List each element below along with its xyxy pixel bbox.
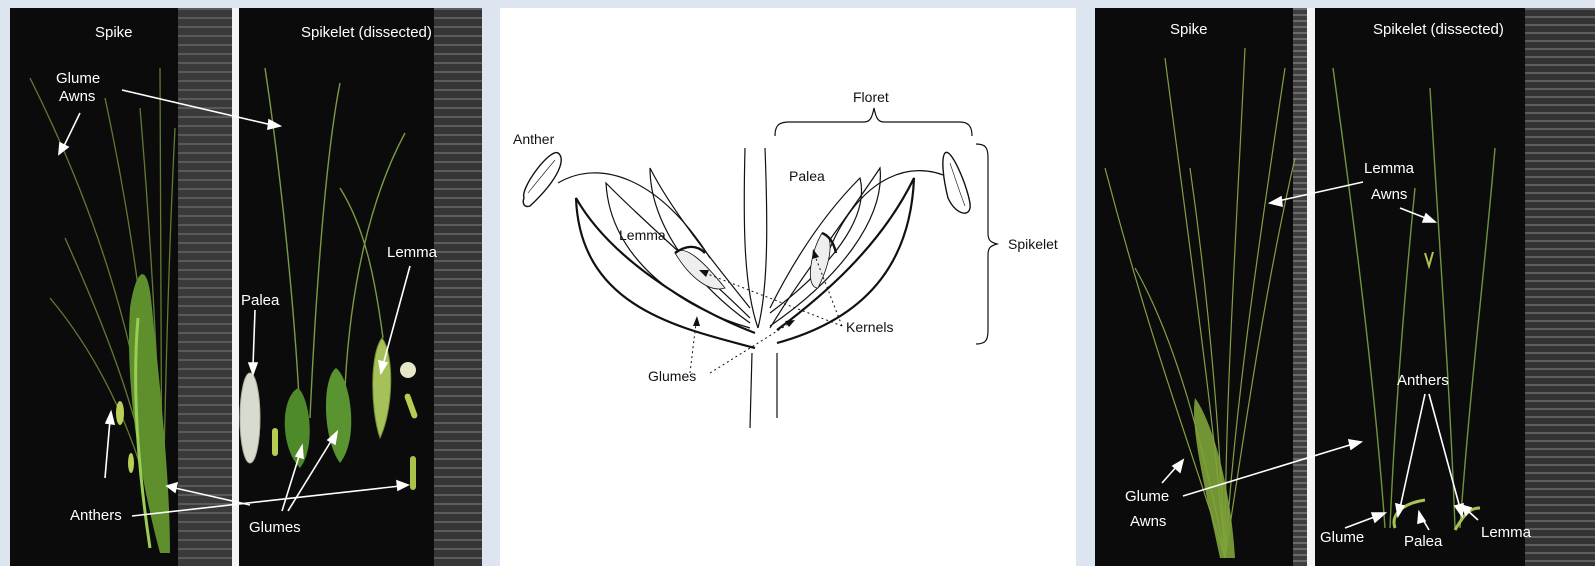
- right-heading-spikelet: Spikelet (dissected): [1373, 21, 1504, 38]
- diagram-label-anther: Anther: [513, 131, 554, 147]
- right-label-glume-awns-1: Glume: [1125, 488, 1169, 505]
- right-label-glume-awns-2: Awns: [1130, 513, 1166, 530]
- diagram-label-lemma: Lemma: [619, 227, 666, 243]
- diagram-label-floret: Floret: [853, 89, 889, 105]
- left-label-glume-awns-2: Awns: [59, 88, 95, 105]
- left-heading-spikelet: Spikelet (dissected): [301, 24, 432, 41]
- left-photo-panel: Spike Spikelet (dissected) Glume Awns Pa…: [10, 8, 482, 566]
- spikelet-line-diagram: [500, 8, 1076, 566]
- right-label-glume: Glume: [1320, 529, 1364, 546]
- right-label-anthers: Anthers: [1397, 372, 1449, 389]
- diagram-label-kernels: Kernels: [846, 319, 893, 335]
- left-label-anthers: Anthers: [70, 507, 122, 524]
- left-label-lemma: Lemma: [387, 244, 437, 261]
- diagram-label-spikelet: Spikelet: [1008, 236, 1058, 252]
- right-label-lemma-awns-2: Awns: [1371, 186, 1407, 203]
- left-heading-spike: Spike: [95, 24, 133, 41]
- left-label-glume-awns-1: Glume: [56, 70, 100, 87]
- left-label-glumes: Glumes: [249, 519, 301, 536]
- right-heading-spike: Spike: [1170, 21, 1208, 38]
- right-plant-illustration: [1095, 8, 1595, 566]
- diagram-label-palea: Palea: [789, 168, 825, 184]
- right-label-lemma-awns-1: Lemma: [1364, 160, 1414, 177]
- right-label-lemma: Lemma: [1481, 524, 1531, 541]
- left-label-palea: Palea: [241, 292, 279, 309]
- right-photo-panel: Spike Spikelet (dissected) Lemma Awns An…: [1095, 8, 1595, 566]
- diagram-label-glumes: Glumes: [648, 368, 696, 384]
- right-label-palea: Palea: [1404, 533, 1442, 550]
- diagram-panel: Floret Anther Palea Lemma Spikelet Kerne…: [500, 8, 1076, 566]
